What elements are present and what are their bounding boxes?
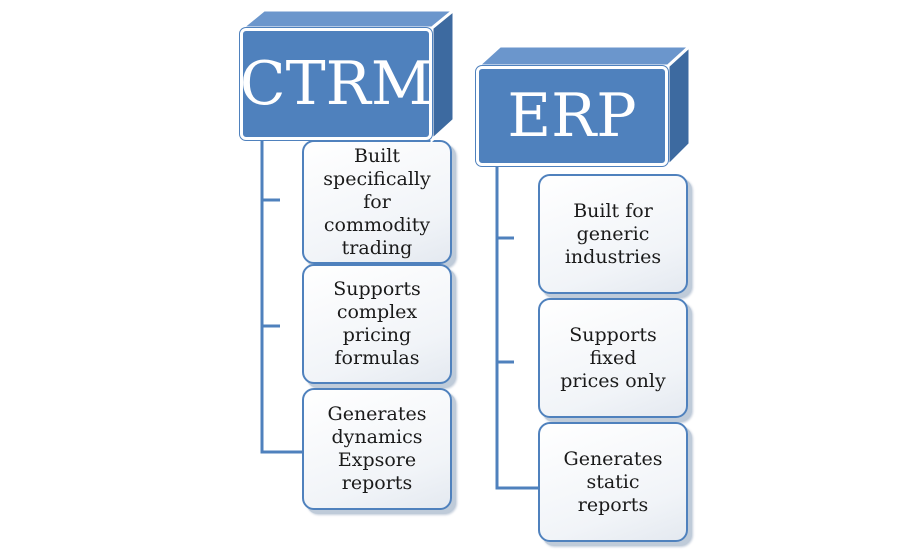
ctrm-card-2: Supports complex pricing formulas bbox=[302, 264, 452, 384]
erp-header-front: ERP bbox=[476, 66, 668, 166]
ctrm-card-1: Built specifically for commodity trading bbox=[302, 140, 452, 264]
erp-card-2-line-1: Supports fixed bbox=[569, 323, 657, 369]
ctrm-card-2-line-2: complex pricing bbox=[336, 301, 418, 346]
erp-card-2: Supports fixed prices only bbox=[538, 298, 688, 418]
ctrm-header-front: CTRM bbox=[240, 28, 432, 140]
erp-card-3: Generates static reports bbox=[538, 422, 688, 542]
erp-card-3-line-2: reports bbox=[577, 493, 649, 516]
ctrm-card-3-line-3: Expsore reports bbox=[337, 449, 417, 494]
erp-card-1-line-1: Built for generic bbox=[573, 199, 653, 245]
ctrm-card-1-line-3: trading bbox=[341, 236, 413, 259]
ctrm-card-3-line-1: Generates bbox=[327, 403, 427, 425]
ctrm-header-label: CTRM bbox=[239, 49, 433, 119]
erp-card-1: Built for generic industries bbox=[538, 174, 688, 294]
erp-card-1-line-2: industries bbox=[564, 245, 662, 268]
erp-header-label: ERP bbox=[507, 81, 637, 151]
erp-card-2-line-2: prices only bbox=[560, 369, 666, 392]
ctrm-card-2-line-1: Supports bbox=[333, 278, 421, 300]
ctrm-card-2-line-3: formulas bbox=[334, 347, 420, 369]
ctrm-card-1-line-2: for commodity bbox=[323, 190, 431, 236]
erp-card-3-line-1: Generates static bbox=[563, 447, 663, 493]
ctrm-card-3-line-2: dynamics bbox=[331, 426, 423, 448]
ctrm-card-1-line-1: Built specifically bbox=[323, 144, 431, 190]
ctrm-card-3: Generates dynamics Expsore reports bbox=[302, 388, 452, 510]
